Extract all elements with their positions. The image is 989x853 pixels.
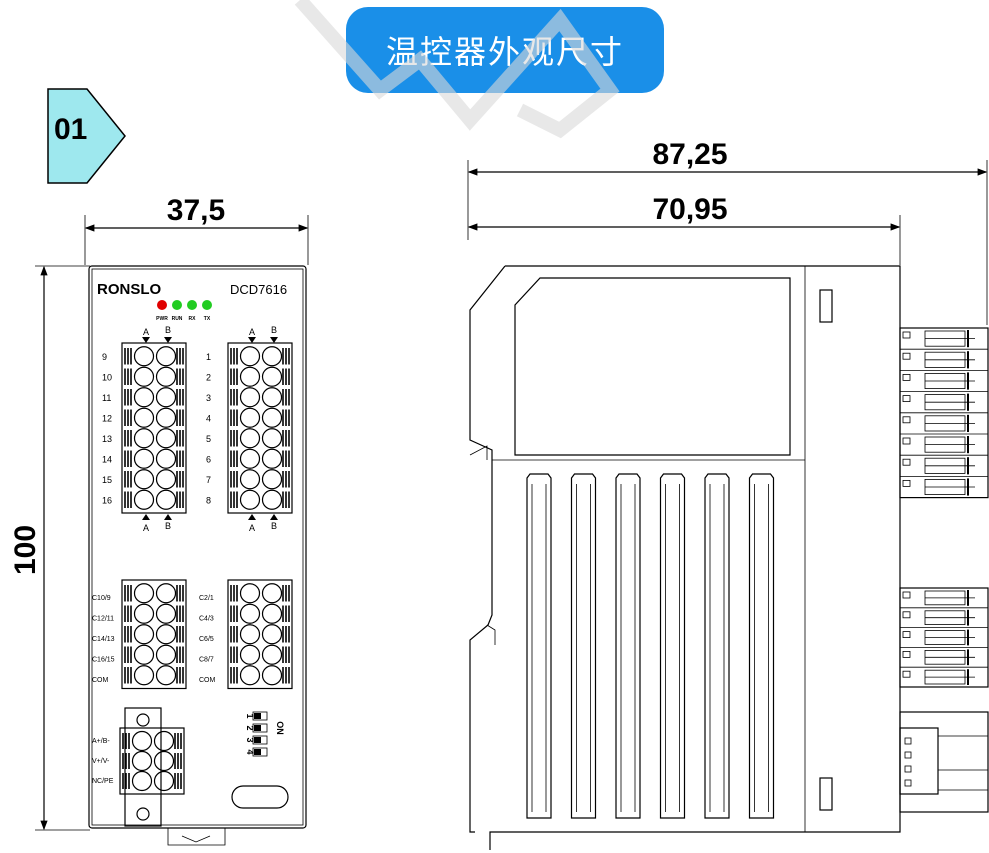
led-label: PWR — [156, 316, 168, 322]
channel-label: C14/13 — [92, 636, 115, 643]
bus-label: A+/B- — [92, 738, 110, 745]
bus-label: NC/PE — [92, 778, 114, 785]
terminal-label-a: A — [249, 523, 255, 533]
terminal-number: 3 — [206, 393, 211, 403]
terminal-label-a: A — [249, 327, 255, 337]
body-depth-label: 70,95 — [652, 193, 727, 226]
terminal-number: 6 — [206, 455, 211, 465]
terminal-number: 2 — [206, 373, 211, 383]
total-depth-label: 87,25 — [652, 138, 727, 171]
terminal-number: 8 — [206, 496, 211, 506]
led-pwr — [157, 300, 167, 310]
terminal-number: 7 — [206, 475, 211, 485]
height-label: 100 — [9, 525, 42, 575]
watermark-shape — [294, 0, 620, 139]
dip-on-label: ON — [275, 721, 285, 735]
channel-label: C12/11 — [92, 616, 114, 623]
channel-label: C10/9 — [92, 595, 111, 602]
bus-label: V+/V- — [92, 758, 110, 765]
terminal-label-a: A — [143, 327, 149, 337]
terminal-label-a: A — [143, 523, 149, 533]
terminal-number: 5 — [206, 434, 211, 444]
front-view: 37,5 100 RONSLO DCD7616 PWR RUN RX TX A B A B A… — [9, 194, 309, 846]
led-tx — [202, 300, 212, 310]
channel-label: C8/7 — [199, 657, 214, 664]
led-label: RX — [189, 316, 197, 322]
terminal-number: 10 — [102, 373, 112, 383]
dip-number: 1 — [245, 713, 255, 718]
brand-logo: RONSLO — [97, 281, 162, 298]
terminal-label-b: B — [271, 325, 277, 335]
channel-label: C16/15 — [92, 657, 115, 664]
led-run — [172, 300, 182, 310]
channel-label: C2/1 — [199, 595, 214, 602]
terminal-number: 15 — [102, 475, 112, 485]
terminal-number: 14 — [102, 455, 112, 465]
dip-number: 2 — [245, 725, 255, 730]
model-label: DCD7616 — [230, 282, 287, 297]
dip-number: 3 — [245, 737, 255, 742]
channel-label: C4/3 — [199, 616, 214, 623]
channel-label: COM — [199, 677, 216, 684]
terminal-label-b: B — [165, 325, 171, 335]
side-view: 87,25 70,95 — [467, 138, 989, 850]
terminal-number: 1 — [206, 352, 211, 362]
channel-label: COM — [92, 677, 109, 684]
channel-label: C6/5 — [199, 636, 214, 643]
terminal-number: 16 — [102, 496, 112, 506]
terminal-number: 4 — [206, 414, 211, 424]
front-width-label: 37,5 — [167, 194, 225, 227]
dip-number: 4 — [245, 749, 255, 754]
led-rx — [187, 300, 197, 310]
terminal-number: 9 — [102, 352, 107, 362]
section-badge-shape — [47, 88, 126, 184]
terminal-number: 11 — [102, 393, 111, 403]
terminal-number: 12 — [102, 414, 112, 424]
led-label: RUN — [172, 316, 183, 322]
terminal-number: 13 — [102, 434, 112, 444]
terminal-label-b: B — [271, 521, 277, 531]
led-label: TX — [204, 316, 211, 322]
terminal-label-b: B — [165, 521, 171, 531]
section-number: 01 — [54, 113, 88, 146]
